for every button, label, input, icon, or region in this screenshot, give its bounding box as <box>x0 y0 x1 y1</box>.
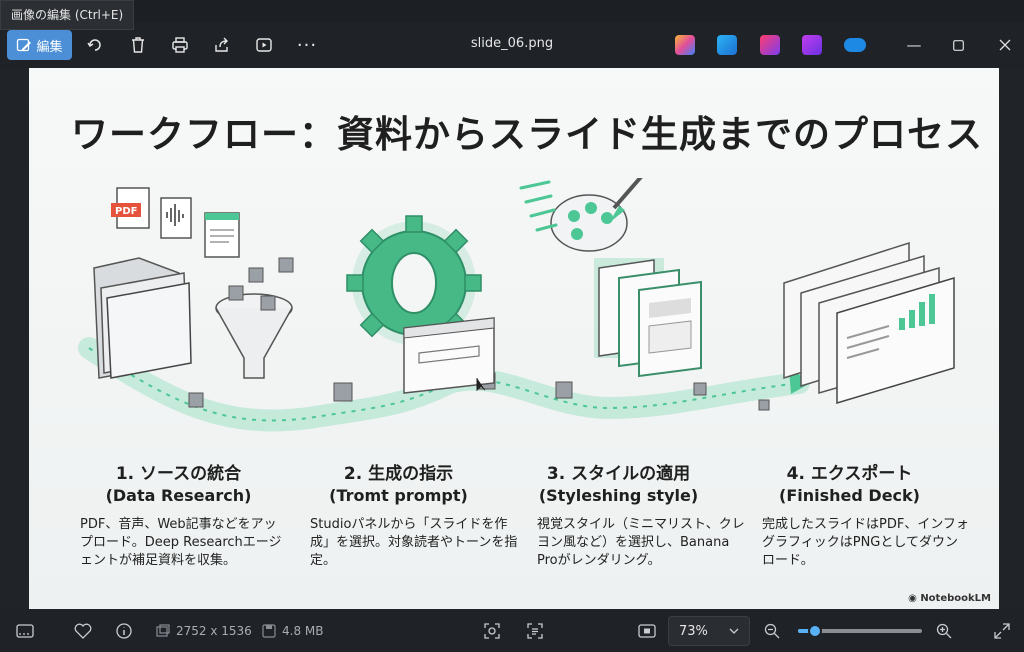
delete-button[interactable] <box>123 30 153 60</box>
speed-lines-icon <box>519 180 558 232</box>
minimize-button[interactable]: — <box>894 30 934 60</box>
filmstrip-icon <box>16 624 34 638</box>
onedrive-icon[interactable] <box>844 38 866 52</box>
slideshow-button[interactable] <box>249 30 279 60</box>
text-extract-button[interactable] <box>527 621 543 641</box>
file-name: slide_06.png <box>470 36 554 51</box>
step-3-title: 3. スタイルの適用 <box>546 464 691 484</box>
workflow-illustration: PDF <box>78 178 955 432</box>
audio-document-icon <box>160 197 192 239</box>
step-3-subtitle: (Styleshing style) <box>538 486 699 505</box>
zoom-slider[interactable] <box>798 624 922 638</box>
folder-icon <box>93 257 192 379</box>
chevron-down-icon <box>729 628 739 634</box>
image-dimensions: 2752 x 1536 <box>176 624 252 638</box>
step-2-description: Studioパネルから「スライドを作成」を選択。対象読者やトーンを指定。 <box>310 517 518 568</box>
pdf-document-icon: PDF <box>111 187 150 229</box>
step-1: 1. ソースの統合 (Data Research) <box>71 463 286 507</box>
rotate-icon <box>87 39 101 51</box>
bar-chart-icon <box>899 294 935 330</box>
step-1-subtitle: (Data Research) <box>105 486 252 505</box>
share-button[interactable] <box>207 30 237 60</box>
fit-to-window-button[interactable] <box>638 621 656 641</box>
close-button[interactable] <box>985 30 1024 60</box>
edit-button-label: 編集 <box>36 39 63 55</box>
step-2-title: 2. 生成の指示 <box>343 464 454 484</box>
play-icon <box>256 38 272 52</box>
image-canvas[interactable]: ワークフロー：資料からスライド生成までのプロセス PDF <box>0 68 1024 610</box>
palette-icon <box>550 178 643 252</box>
file-info-button[interactable] <box>116 621 132 641</box>
step-4-description: 完成したスライドはPDF、インフォグラフィックはPNGとしてダウンロード。 <box>762 517 969 568</box>
zoom-out-button[interactable] <box>764 621 780 641</box>
step-1-description: PDF、音声、Web記事などをアップロード。Deep Researchエージェン… <box>80 517 282 568</box>
scan-text-icon <box>527 623 543 639</box>
zoom-in-icon <box>936 623 952 639</box>
brand-label: NotebookLM <box>920 593 991 604</box>
zoom-out-icon <box>764 623 780 639</box>
slide-deck-icon <box>783 241 955 405</box>
fullscreen-button[interactable] <box>994 621 1010 641</box>
step-2: 2. 生成の指示 (Tromt prompt) <box>291 463 506 507</box>
zoom-level-value: 73% <box>679 623 708 639</box>
step-4: 4. エクスポート (Finished Deck) <box>742 463 957 507</box>
step-3: 3. スタイルの適用 (Styleshing style) <box>511 463 726 507</box>
dimensions-info: 2752 x 1536 <box>156 621 252 641</box>
trash-icon <box>132 37 144 53</box>
edit-image-tooltip: 画像の編集 (Ctrl+E) <box>0 0 135 30</box>
designer-icon[interactable] <box>802 35 822 55</box>
fit-window-icon <box>638 624 656 638</box>
file-size: 4.8 MB <box>282 624 324 638</box>
zoom-level-dropdown[interactable]: 73% <box>668 616 750 646</box>
more-icon: ··· <box>296 34 318 56</box>
pdf-label: PDF <box>115 206 137 217</box>
photos-app-icon[interactable] <box>717 35 737 55</box>
maximize-icon <box>952 39 964 51</box>
clipchamp-icon[interactable] <box>760 35 780 55</box>
prompt-window-icon <box>403 317 495 394</box>
step-3-description: 視覚スタイル（ミニマリスト、クレヨン風など）を選択し、Banana Proがレン… <box>537 517 745 568</box>
edit-image-icon <box>17 38 32 52</box>
heart-icon <box>74 623 92 639</box>
info-icon <box>116 623 132 639</box>
notebooklm-logo-icon: ◉ <box>908 593 921 604</box>
favorite-button[interactable] <box>74 621 92 641</box>
print-button[interactable] <box>165 30 195 60</box>
expand-icon <box>994 623 1010 639</box>
maximize-button[interactable] <box>938 30 978 60</box>
web-document-icon <box>204 212 240 258</box>
step-4-title: 4. エクスポート <box>786 464 913 484</box>
printer-icon <box>172 37 188 53</box>
file-size-info: 4.8 MB <box>262 621 323 641</box>
cursor-icon <box>476 378 486 392</box>
save-disk-icon <box>262 624 276 638</box>
image-size-icon <box>156 624 170 637</box>
step-4-subtitle: (Finished Deck) <box>779 486 920 505</box>
copilot-icon[interactable] <box>675 35 695 55</box>
zoom-slider-thumb[interactable] <box>808 624 823 638</box>
visual-search-icon <box>484 623 500 639</box>
close-icon <box>999 39 1011 51</box>
notebooklm-watermark: ◉ NotebookLM <box>908 593 991 604</box>
visual-search-button[interactable] <box>484 621 500 641</box>
data-cubes-icon <box>188 257 770 411</box>
slide-title: ワークフロー：資料からスライド生成までのプロセス <box>71 113 983 156</box>
step-2-subtitle: (Tromt prompt) <box>329 486 468 505</box>
rotate-button[interactable] <box>80 30 110 60</box>
slide-image: ワークフロー：資料からスライド生成までのプロセス PDF <box>29 68 999 609</box>
zoom-slider-fill <box>798 629 816 633</box>
more-button[interactable]: ··· <box>292 30 322 60</box>
minimize-icon: — <box>906 36 922 54</box>
funnel-icon <box>215 293 293 379</box>
edit-button[interactable]: 編集 <box>7 30 72 60</box>
toolbar: 編集 ··· slide_06.png — <box>0 22 1024 68</box>
style-panels-icon <box>594 258 702 378</box>
step-1-title: 1. ソースの統合 <box>115 464 242 484</box>
share-icon <box>215 37 228 52</box>
zoom-in-button[interactable] <box>936 621 952 641</box>
status-bar: 2752 x 1536 4.8 MB 73% <box>0 610 1024 652</box>
filmstrip-button[interactable] <box>16 621 34 641</box>
